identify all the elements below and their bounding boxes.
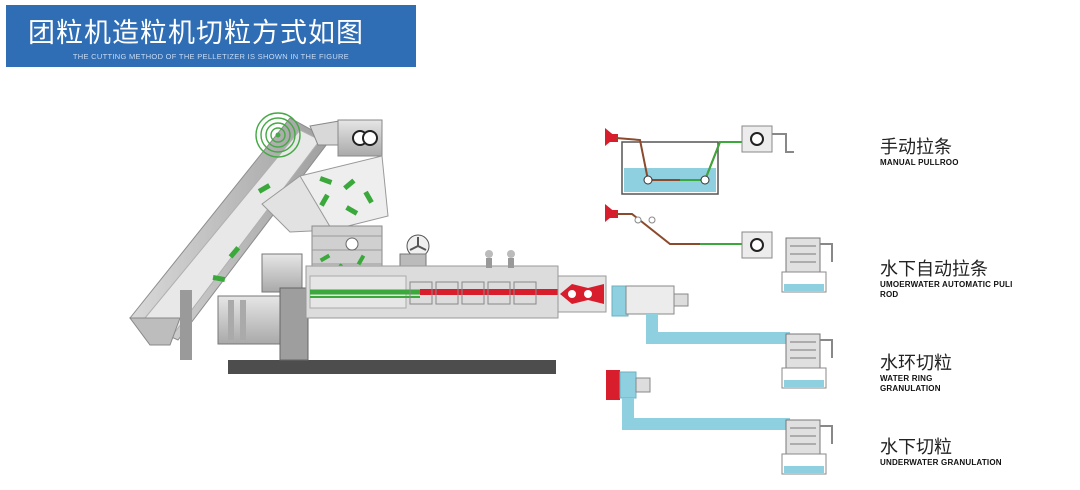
cutter-unit [781, 237, 833, 293]
method-name-en: WATER RING [880, 374, 933, 383]
label-underwater-auto-pull: 水下自动拉条 UMOERWATER AUTOMATIC PULI ROD [880, 260, 1013, 300]
method-name-cn: 手动拉条 [880, 137, 952, 158]
extruder-machine [129, 112, 607, 374]
cutter-unit [781, 419, 833, 475]
die-head [557, 275, 607, 313]
label-water-ring: 水环切粒 WATER RING GRANULATION [880, 354, 952, 394]
method-name-en-line2: ROD [880, 290, 899, 299]
method-name-en-line2: GRANULATION [880, 384, 941, 393]
method-underwater-granulation [606, 370, 833, 475]
method-name-en: MANUAL PULLROO [880, 158, 959, 167]
method-manual-pull [605, 125, 794, 195]
method-name-cn: 水环切粒 [880, 353, 952, 374]
label-underwater-granulation: 水下切粒 UNDERWATER GRANULATION [880, 438, 1002, 468]
method-name-cn: 水下自动拉条 [880, 259, 988, 280]
label-manual-pull: 手动拉条 MANUAL PULLROO [880, 138, 959, 168]
method-name-cn: 水下切粒 [880, 437, 952, 458]
conveyor [129, 117, 331, 360]
machine-base [228, 360, 556, 374]
page-subtitle: THE CUTTING METHOD OF THE PELLETIZER IS … [72, 52, 350, 61]
method-underwater-auto-pull [605, 204, 833, 293]
title-banner: 团粒机造粒机切粒方式如图 THE CUTTING METHOD OF THE P… [6, 5, 416, 67]
cutter-unit [781, 333, 833, 389]
fan-icon [399, 234, 430, 269]
coil-reel [255, 112, 301, 158]
motor [217, 253, 309, 361]
method-name-en: UNDERWATER GRANULATION [880, 458, 1002, 467]
method-water-ring [611, 285, 833, 389]
pellets [212, 176, 374, 282]
page-title: 团粒机造粒机切粒方式如图 [28, 18, 364, 49]
method-name-en: UMOERWATER AUTOMATIC PULI [880, 280, 1013, 289]
